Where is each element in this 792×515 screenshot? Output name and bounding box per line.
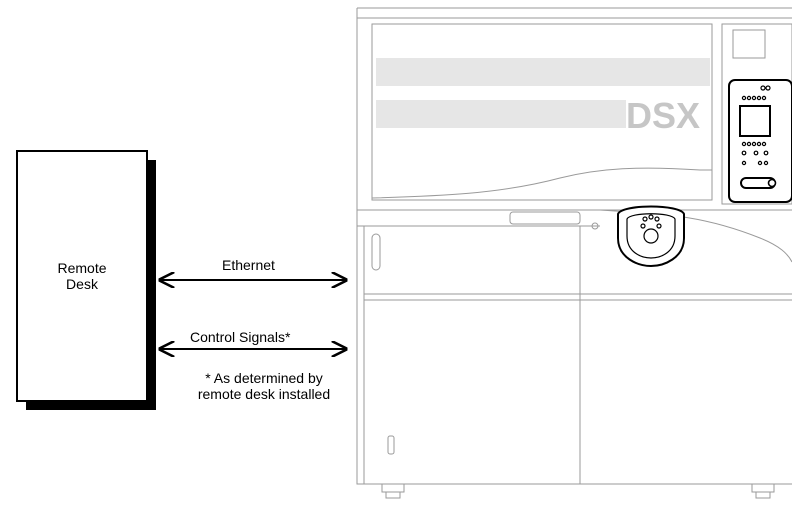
machine-cabinet-lines	[363, 293, 792, 484]
control-signals-label: Control Signals*	[190, 329, 291, 345]
machine-pod	[617, 205, 685, 268]
machine-shelf-slot	[509, 211, 581, 225]
ethernet-label: Ethernet	[222, 257, 275, 273]
machine-brand: DSX	[626, 95, 701, 136]
remote-desk-label-line2: Desk	[66, 276, 98, 292]
machine-door-latch	[387, 435, 395, 455]
remote-desk-box	[16, 150, 156, 410]
dsx-machine	[356, 7, 792, 499]
machine-indicator	[591, 222, 599, 230]
footnote-line1: * As determined by	[205, 370, 323, 386]
machine-foot-right	[751, 484, 775, 499]
machine-band-2	[376, 100, 626, 128]
machine-front-curve	[371, 167, 712, 199]
machine-outline	[356, 7, 792, 485]
machine-upper-window	[371, 23, 713, 201]
remote-desk-label-line1: Remote	[57, 260, 107, 276]
footnote-line2: remote desk installed	[197, 386, 331, 402]
machine-drawer-handle	[371, 233, 381, 271]
machine-band-1	[376, 58, 710, 86]
footnote: * As determined by remote desk installed	[176, 370, 352, 402]
machine-side-column	[721, 23, 792, 205]
remote-desk-face	[16, 150, 148, 402]
machine-drawer	[363, 225, 581, 295]
machine-foot-left	[381, 484, 405, 499]
panel-screen	[739, 105, 771, 137]
remote-desk-label: Remote Desk	[40, 260, 124, 292]
machine-control-panel	[728, 79, 792, 203]
machine-side-vent	[732, 29, 766, 59]
